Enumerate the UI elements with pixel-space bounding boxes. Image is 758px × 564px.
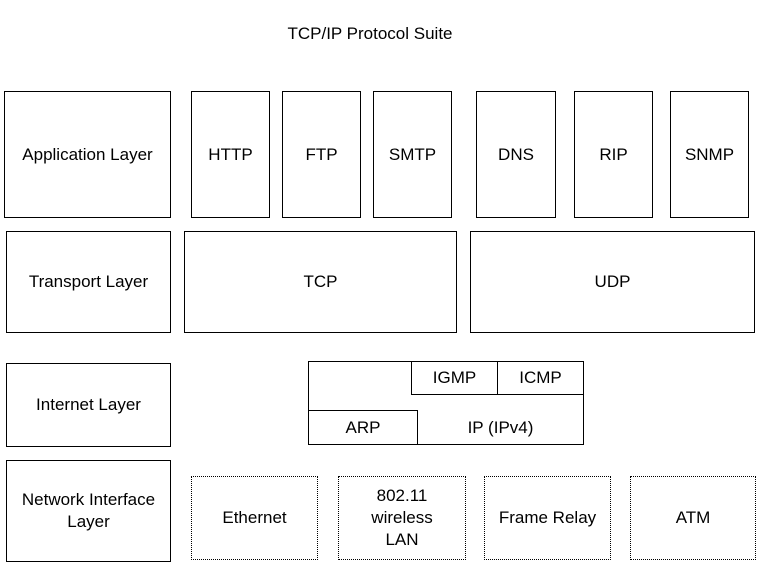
ftp-box: FTP [282, 91, 361, 218]
wireless-lan-box: 802.11 wireless LAN [338, 476, 466, 560]
divider-line [309, 410, 418, 411]
internet-protocols-group: IGMP ICMP ARP IP (IPv4) [308, 361, 584, 445]
frame-relay-box: Frame Relay [484, 476, 611, 560]
divider-line [411, 394, 583, 395]
ip-cell: IP (IPv4) [467, 417, 534, 437]
igmp-cell: IGMP [432, 368, 477, 387]
http-box: HTTP [191, 91, 270, 218]
application-layer-box: Application Layer [4, 91, 171, 218]
divider-line [417, 410, 418, 444]
icmp-cell: ICMP [519, 368, 562, 387]
smtp-box: SMTP [373, 91, 452, 218]
divider-line [411, 362, 412, 395]
ethernet-box: Ethernet [191, 476, 318, 560]
arp-cell: ARP [345, 417, 381, 437]
internet-layer-box: Internet Layer [6, 363, 171, 447]
udp-box: UDP [470, 231, 755, 333]
atm-box: ATM [630, 476, 756, 560]
transport-layer-box: Transport Layer [6, 231, 171, 333]
dns-box: DNS [476, 91, 556, 218]
divider-line [497, 362, 498, 395]
diagram-title: TCP/IP Protocol Suite [287, 24, 453, 43]
rip-box: RIP [574, 91, 653, 218]
tcp-box: TCP [184, 231, 457, 333]
snmp-box: SNMP [670, 91, 749, 218]
network-interface-layer-box: Network Interface Layer [6, 460, 171, 562]
